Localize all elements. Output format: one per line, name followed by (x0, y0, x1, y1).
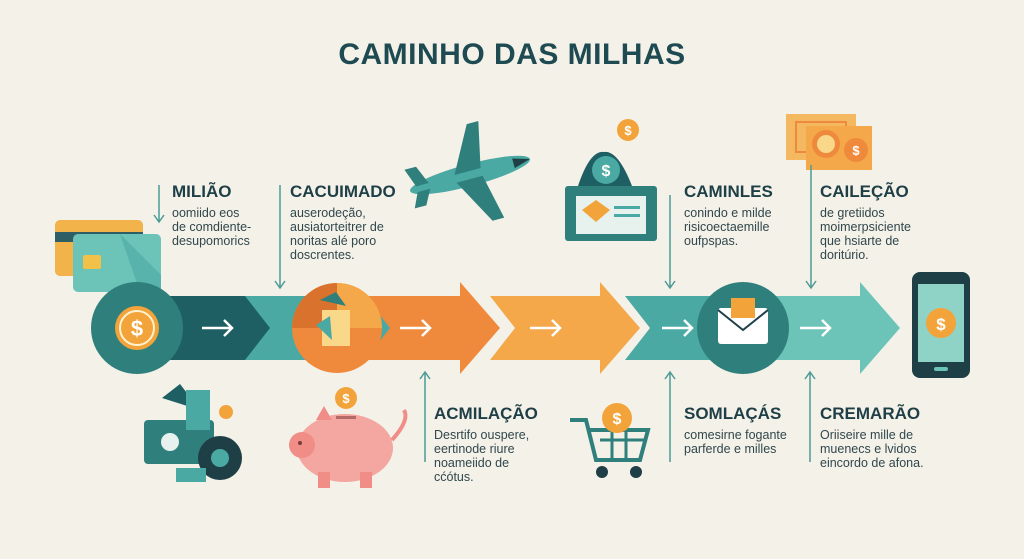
step-bottom-1: ACMILAÇÃO Desrtifo ouspere, eertinode ri… (434, 404, 549, 484)
direction-arrows (202, 319, 832, 337)
money-box-icon: $ $ (565, 119, 657, 241)
svg-text:$: $ (624, 123, 632, 138)
svg-text:$: $ (131, 316, 143, 341)
dollar-coin-icon: $ (91, 282, 183, 374)
step-heading: MILIÃO (172, 182, 232, 201)
step-top-1: MILIÃO oomiido eos de comdiente- desupom… (172, 182, 282, 248)
mail-icon (697, 282, 789, 374)
step-description: oomiido eos de comdiente- desupomorics (172, 206, 252, 248)
step-heading: CAMINLES (684, 182, 773, 201)
credit-card-icon (55, 220, 161, 292)
step-top-3: CAMINLES conindo e milde risicoectaemill… (684, 182, 794, 248)
step-bottom-3: CREMARÃO Oriiseire mille de muenecs e lv… (820, 404, 945, 470)
page-title: CAMINHO DAS MILHAS (338, 38, 686, 71)
step-heading: CREMARÃO (820, 404, 921, 423)
step-heading: ACMILAÇÃO (434, 404, 538, 423)
step-bottom-2: SOMLAÇÁS comesirne fogante parferde e mi… (684, 404, 804, 456)
step-description: Oriiseire mille de muenecs e lvidos einc… (820, 428, 924, 470)
step-heading: CACUIMADO (290, 182, 396, 201)
step-description: auserodeção, ausiatorteitrer de noritas … (290, 206, 384, 262)
connector-lines (153, 165, 817, 462)
smartphone-icon: $ (912, 272, 970, 378)
wallet-tools-icon (144, 384, 242, 482)
step-description: comesirne fogante parferde e milles (684, 428, 787, 456)
cash-icon: $ (786, 114, 872, 170)
document-icon (292, 283, 382, 373)
shopping-cart-icon: $ (570, 403, 651, 478)
step-description: Desrtifo ouspere, eertinode riure noamei… (434, 428, 530, 484)
svg-text:$: $ (852, 143, 860, 158)
step-description: conindo e milde risicoectaemille oufpspa… (684, 206, 772, 248)
piggy-bank-icon: $ (289, 387, 408, 488)
step-heading: CAILEÇÃO (820, 182, 909, 201)
step-description: de gretiidos moimerpsiciente que hsiarte… (820, 206, 912, 262)
step-heading: SOMLAÇÁS (684, 404, 782, 423)
step-top-4: CAILEÇÃO de gretiidos moimerpsiciente qu… (820, 182, 940, 262)
svg-text:$: $ (936, 315, 946, 334)
svg-text:$: $ (602, 163, 611, 180)
airplane-icon (404, 121, 530, 221)
svg-text:$: $ (613, 411, 622, 428)
svg-text:$: $ (342, 391, 350, 406)
step-top-2: CACUIMADO auserodeção, ausiatorteitrer d… (290, 182, 410, 262)
